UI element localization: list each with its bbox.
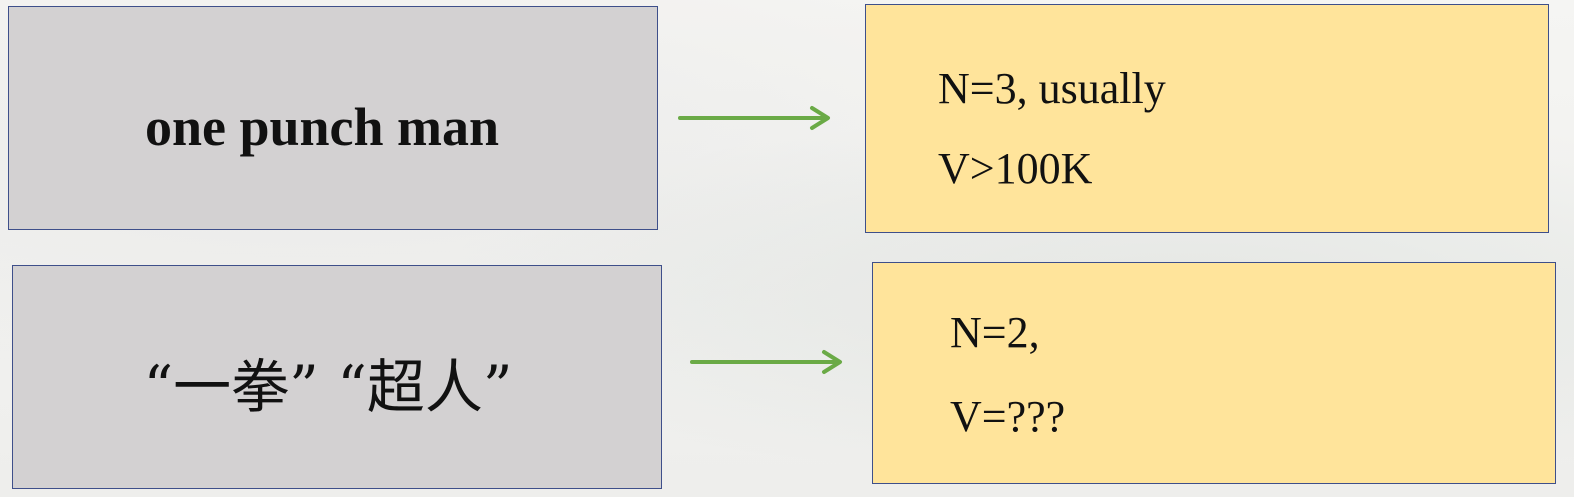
arrow-right-icon (678, 106, 830, 130)
arrow-right-icon (690, 350, 842, 374)
result-line-count: N=3, usually (938, 64, 1166, 113)
source-label-chinese: “一拳” “超人” (143, 353, 513, 421)
result-box-english: N=3, usually V>100K (865, 4, 1549, 233)
source-box-chinese: “一拳” “超人” (12, 265, 662, 489)
source-label-english: one punch man (144, 97, 500, 157)
result-line-count: N=2, (950, 308, 1040, 357)
source-box-english: one punch man (8, 6, 658, 230)
result-line-vocab: V=??? (950, 392, 1066, 441)
result-box-chinese: N=2, V=??? (872, 262, 1556, 484)
result-line-vocab: V>100K (938, 144, 1093, 193)
